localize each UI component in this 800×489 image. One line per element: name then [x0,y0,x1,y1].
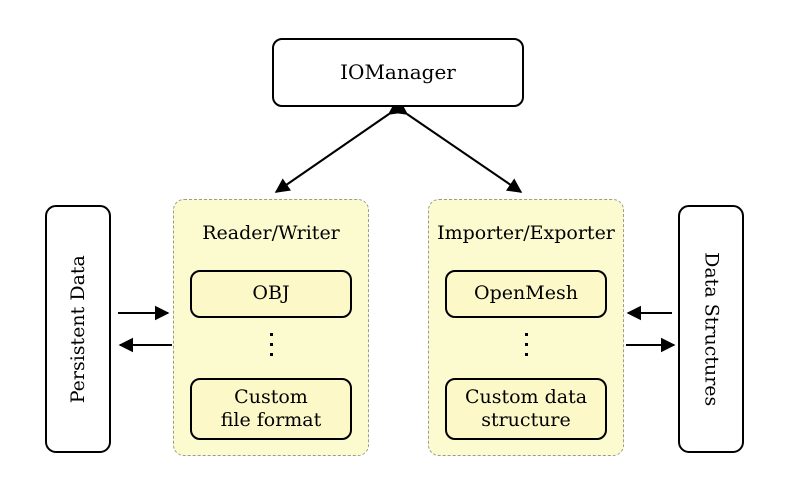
persistent-data-label: Persistent Data [66,254,89,404]
persistent-data-node[interactable]: Persistent Data [45,205,111,453]
group-importer-exporter-title: Importer/Exporter [437,222,615,244]
io-manager-node[interactable]: IOManager [272,38,524,107]
item-openmesh[interactable]: OpenMesh [445,270,607,318]
reader-writer-ellipsis [174,326,368,356]
item-openmesh-label: OpenMesh [474,282,578,305]
item-obj-label: OBJ [252,282,290,305]
data-structures-label: Data Structures [700,251,723,407]
data-structures-node[interactable]: Data Structures [678,205,744,453]
group-reader-writer-title: Reader/Writer [202,222,340,244]
importer-exporter-ellipsis [429,326,623,356]
io-manager-label: IOManager [340,59,456,84]
item-obj[interactable]: OBJ [190,270,352,318]
arrow-manager-reader-writer [274,100,405,193]
arrow-manager-importer-exporter [391,100,523,193]
